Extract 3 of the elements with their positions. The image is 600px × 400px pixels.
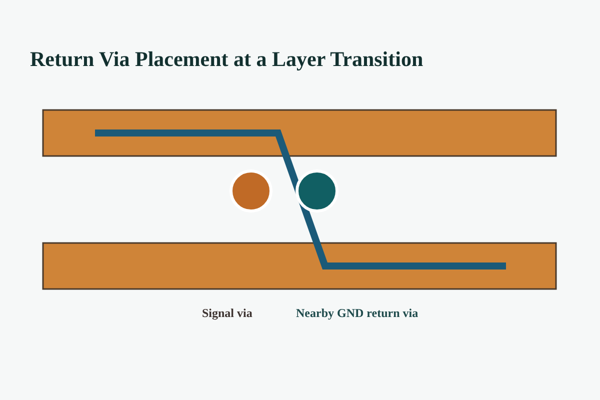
title: Return Via Placement at a Layer Transition (30, 47, 424, 72)
via-label: Nearby GND return via (296, 306, 418, 321)
via-label: Signal via (202, 306, 252, 321)
